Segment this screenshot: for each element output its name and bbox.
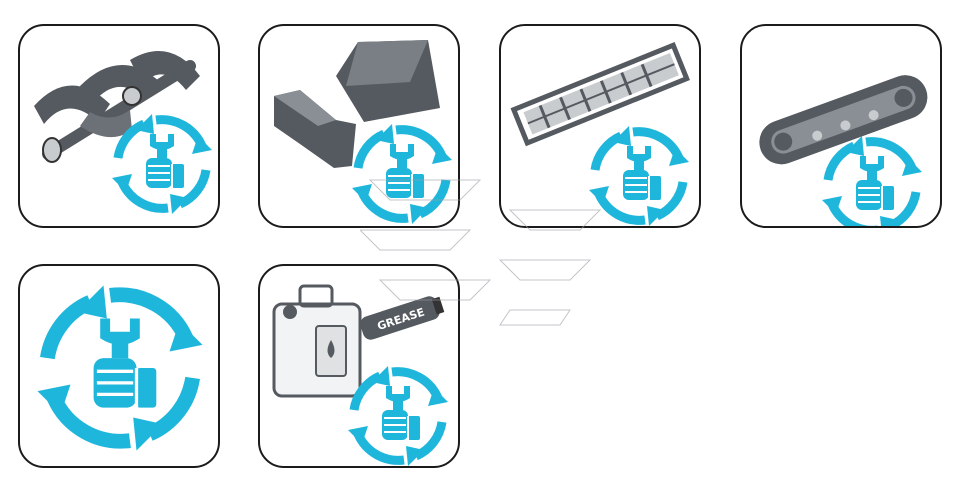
maintenance-tile[interactable] (18, 264, 220, 468)
bucket-icon (274, 40, 458, 226)
auger-tile[interactable] (18, 24, 220, 228)
lubricant-tile[interactable]: GREASE (258, 264, 460, 468)
crawler-track-icon (759, 75, 928, 226)
conveyor-belt-icon (510, 41, 699, 226)
auger-icon (34, 51, 218, 226)
bucket-tile[interactable] (258, 24, 460, 228)
conveyor-belt-tile[interactable] (499, 24, 701, 228)
lubricant-icon: GREASE (272, 284, 458, 466)
crawler-track-tile[interactable] (740, 24, 942, 228)
maintenance-cycle-icon (20, 266, 218, 466)
